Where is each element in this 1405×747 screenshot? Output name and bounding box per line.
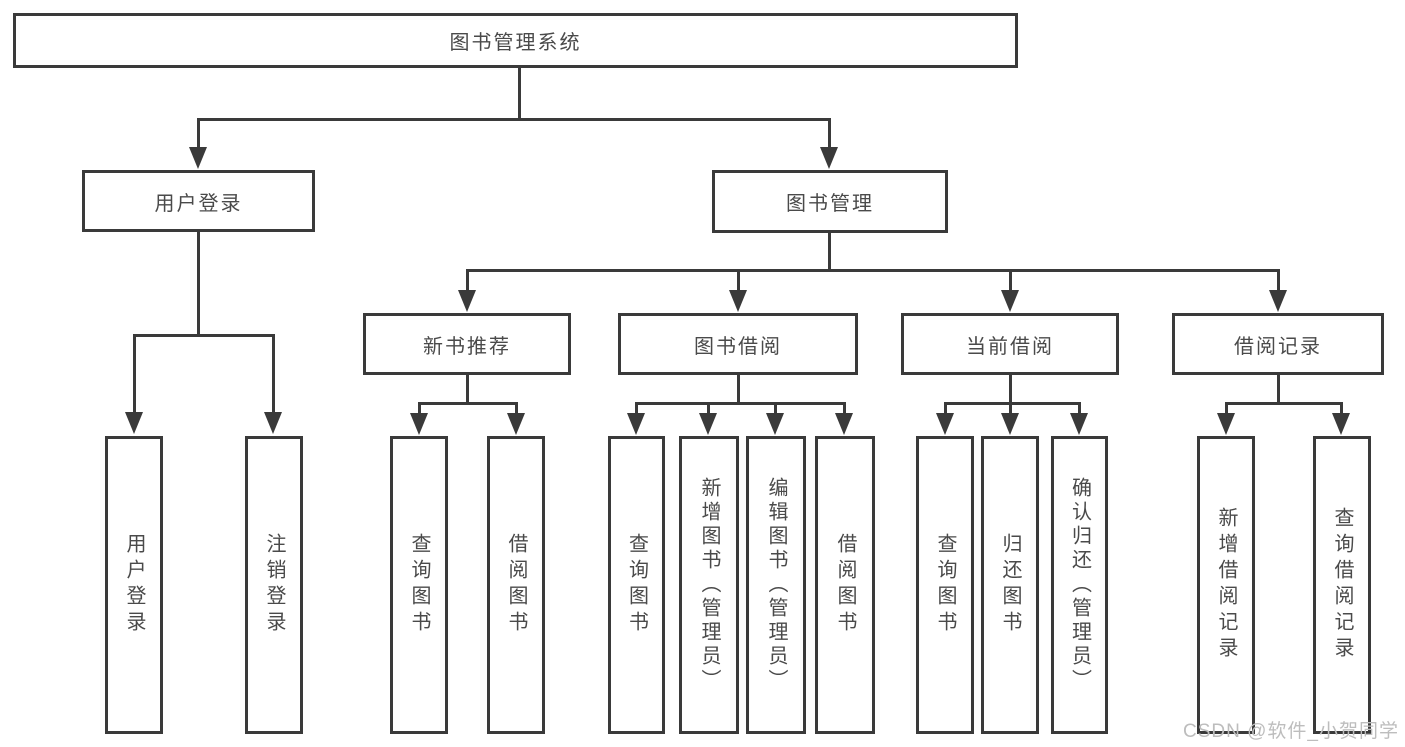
connector-newrec-hbar (418, 402, 518, 405)
leaf-borrow-borrow-books: 借阅图书 (815, 436, 875, 734)
leaf-current-confirm-return-admin: 确认归还（管理员） (1051, 436, 1108, 734)
arrow-down-bb-borrow-icon (835, 413, 853, 435)
arrow-down-book-mgmt-icon (820, 147, 838, 169)
connector-records-stem (1277, 375, 1280, 404)
leaf-current-return-books: 归还图书 (981, 436, 1039, 734)
connector-drop-book-borrow (737, 269, 740, 290)
leaf-user-login: 用户登录 (105, 436, 163, 734)
connector-drop-nb-query (418, 402, 421, 413)
connector-records-hbar (1225, 402, 1342, 405)
arrow-down-br-add-icon (1217, 413, 1235, 435)
connector-drop-bb-add (707, 402, 710, 413)
leaf-borrow-edit-books-admin: 编辑图书（管理员） (746, 436, 806, 734)
node-root: 图书管理系统 (13, 13, 1018, 68)
arrow-down-cb-query-icon (936, 413, 954, 435)
connector-drop-new-book-rec (466, 269, 469, 290)
leaf-borrow-query-books: 查询图书 (608, 436, 665, 734)
connector-drop-cb-return (1009, 402, 1012, 413)
node-user-login: 用户登录 (82, 170, 315, 232)
leaf-newrec-borrow-books: 借阅图书 (487, 436, 545, 734)
connector-userlogin-stem (197, 232, 200, 335)
arrow-down-new-book-rec-icon (458, 290, 476, 312)
csdn-watermark: CSDN @软件_小贺同学 (1183, 721, 1399, 742)
connector-drop-bb-borrow (843, 402, 846, 413)
arrow-down-cb-confirm-icon (1070, 413, 1088, 435)
connector-currentborrow-stem (1009, 375, 1012, 404)
arrow-down-leaf-logout-icon (264, 412, 282, 434)
node-borrow-records: 借阅记录 (1172, 313, 1384, 375)
arrow-down-bb-query-icon (627, 413, 645, 435)
arrow-down-bb-edit-icon (766, 413, 784, 435)
connector-drop-book-mgmt (828, 118, 831, 147)
node-current-borrow: 当前借阅 (901, 313, 1119, 375)
connector-drop-leaf-user-login (133, 334, 136, 412)
arrow-down-leaf-user-login-icon (125, 412, 143, 434)
leaf-records-query-record: 查询借阅记录 (1313, 436, 1371, 734)
connector-drop-cb-query (944, 402, 947, 413)
leaf-newrec-query-books: 查询图书 (390, 436, 448, 734)
connector-currentborrow-hbar (944, 402, 1080, 405)
connector-drop-cb-confirm (1078, 402, 1081, 413)
leaf-current-query-books: 查询图书 (916, 436, 974, 734)
node-book-management: 图书管理 (712, 170, 948, 233)
arrow-down-book-borrow-icon (729, 290, 747, 312)
connector-userlogin-hbar (133, 334, 275, 337)
arrow-down-nb-query-icon (410, 413, 428, 435)
connector-drop-bb-query (635, 402, 638, 413)
arrow-down-bb-add-icon (699, 413, 717, 435)
connector-newrec-stem (466, 375, 469, 404)
connector-drop-br-add (1225, 402, 1228, 413)
leaf-logout: 注销登录 (245, 436, 303, 734)
arrow-down-borrow-records-icon (1269, 290, 1287, 312)
connector-root-hbar (197, 118, 831, 121)
arrow-down-cb-return-icon (1001, 413, 1019, 435)
leaf-records-add-record: 新增借阅记录 (1197, 436, 1255, 734)
connector-bookborrow-stem (737, 375, 740, 404)
connector-bookborrow-hbar (635, 402, 846, 405)
arrow-down-user-login-icon (189, 147, 207, 169)
connector-drop-bb-edit (774, 402, 777, 413)
connector-drop-current-borrow (1009, 269, 1012, 290)
connector-bookmgmt-hbar (466, 269, 1278, 272)
node-book-borrow: 图书借阅 (618, 313, 858, 375)
connector-drop-user-login (197, 118, 200, 147)
connector-root-stem (518, 66, 521, 120)
connector-drop-br-query (1340, 402, 1343, 413)
arrow-down-current-borrow-icon (1001, 290, 1019, 312)
connector-drop-borrow-records (1277, 269, 1280, 290)
arrow-down-nb-borrow-icon (507, 413, 525, 435)
leaf-borrow-add-books-admin: 新增图书（管理员） (679, 436, 739, 734)
connector-drop-leaf-logout (272, 334, 275, 412)
node-new-book-recommend: 新书推荐 (363, 313, 571, 375)
connector-bookmgmt-stem (828, 233, 831, 271)
arrow-down-br-query-icon (1332, 413, 1350, 435)
connector-drop-nb-borrow (515, 402, 518, 413)
